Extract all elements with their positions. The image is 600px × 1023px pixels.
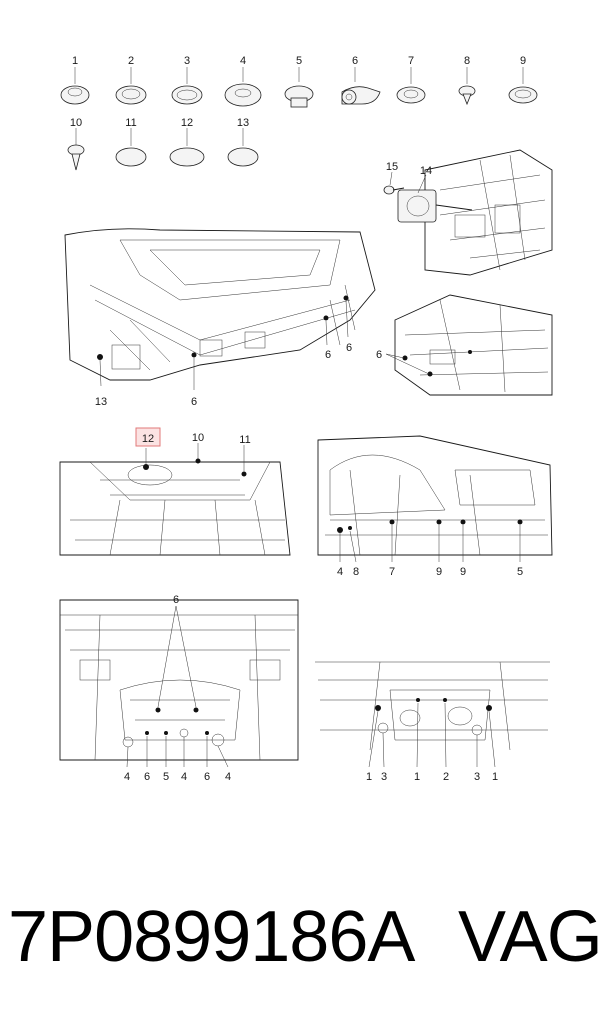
part-label: 4 xyxy=(240,55,246,67)
part-label: 11 xyxy=(125,117,136,129)
part-grommet-2[interactable] xyxy=(115,67,147,105)
callout-label: 1 xyxy=(492,771,498,783)
callout-label: 6 xyxy=(191,396,197,408)
part-clip-8[interactable] xyxy=(458,67,476,106)
callout-label: 3 xyxy=(381,771,387,783)
highlight-label: 12 xyxy=(142,433,154,445)
part-number: 7P0899186A xyxy=(8,897,415,977)
part-number-footer: 7P0899186A VAG xyxy=(0,886,600,996)
callout-label: 4 xyxy=(225,771,231,783)
part-grommet-11[interactable] xyxy=(115,128,147,167)
part-grommet-13[interactable] xyxy=(227,128,259,167)
view-rear-quarter-detail: 15 14 xyxy=(383,149,553,276)
callout-label: 6 xyxy=(173,594,179,606)
part-grommet-7[interactable] xyxy=(396,67,426,104)
part-plate-14[interactable] xyxy=(397,189,437,223)
callout-label: 6 xyxy=(204,771,210,783)
part-label: 13 xyxy=(237,117,249,129)
callout-label: 2 xyxy=(443,771,449,783)
part-label: 7 xyxy=(408,55,414,67)
part-grommet-1[interactable] xyxy=(60,67,90,105)
callout-label: 6 xyxy=(325,349,331,361)
callout-label: 14 xyxy=(420,165,432,177)
callout-label: 10 xyxy=(192,432,204,444)
brand-name: VAG xyxy=(458,897,600,977)
part-grommet-3[interactable] xyxy=(171,67,203,105)
callout-label: 15 xyxy=(386,161,398,173)
part-label: 10 xyxy=(70,117,82,129)
view-underbody-rear: 6 4 6 5 4 6 4 xyxy=(59,594,299,783)
callout-label: 6 xyxy=(144,771,150,783)
part-tape-roll-6[interactable] xyxy=(341,67,381,105)
view-trunk-floor: 6 6 13 6 xyxy=(64,228,376,408)
parts-catalog: 1 2 3 4 5 6 7 8 9 10 11 12 13 xyxy=(60,55,538,171)
callout-label: 8 xyxy=(353,566,359,578)
highlighted-part-box[interactable] xyxy=(135,427,161,447)
callout-label: 9 xyxy=(436,566,442,578)
callout-label: 4 xyxy=(337,566,343,578)
view-trunk-interior: 4 8 7 9 9 5 xyxy=(317,435,553,578)
part-label: 12 xyxy=(181,117,193,129)
part-label: 2 xyxy=(128,55,134,67)
view-underbody-front: 1 3 1 2 3 1 xyxy=(315,661,550,783)
callout-label: 1 xyxy=(414,771,420,783)
callout-label: 9 xyxy=(460,566,466,578)
part-bolt-15[interactable] xyxy=(383,185,405,195)
part-grommet-12[interactable] xyxy=(169,128,205,167)
callout-label: 13 xyxy=(95,396,107,408)
part-label: 1 xyxy=(72,55,78,67)
part-label: 3 xyxy=(184,55,190,67)
part-label: 8 xyxy=(464,55,470,67)
callout-label: 6 xyxy=(376,349,382,361)
callout-label: 4 xyxy=(124,771,130,783)
part-plug-5[interactable] xyxy=(284,67,314,108)
part-clip-10[interactable] xyxy=(67,128,85,171)
part-label: 9 xyxy=(520,55,526,67)
callout-label: 3 xyxy=(474,771,480,783)
view-rear-floor-upper: 12 10 11 xyxy=(59,427,291,556)
callout-label: 11 xyxy=(239,434,250,446)
part-grommet-4[interactable] xyxy=(224,67,262,107)
callout-label: 5 xyxy=(517,566,523,578)
callout-label: 7 xyxy=(389,566,395,578)
part-grommet-9[interactable] xyxy=(508,67,538,104)
callout-label: 1 xyxy=(366,771,372,783)
callout-label: 4 xyxy=(181,771,187,783)
callout-label: 6 xyxy=(346,342,352,354)
callout-label: 5 xyxy=(163,771,169,783)
part-label: 5 xyxy=(296,55,302,67)
view-rear-panel-right: 6 xyxy=(376,294,553,396)
part-label: 6 xyxy=(352,55,358,67)
